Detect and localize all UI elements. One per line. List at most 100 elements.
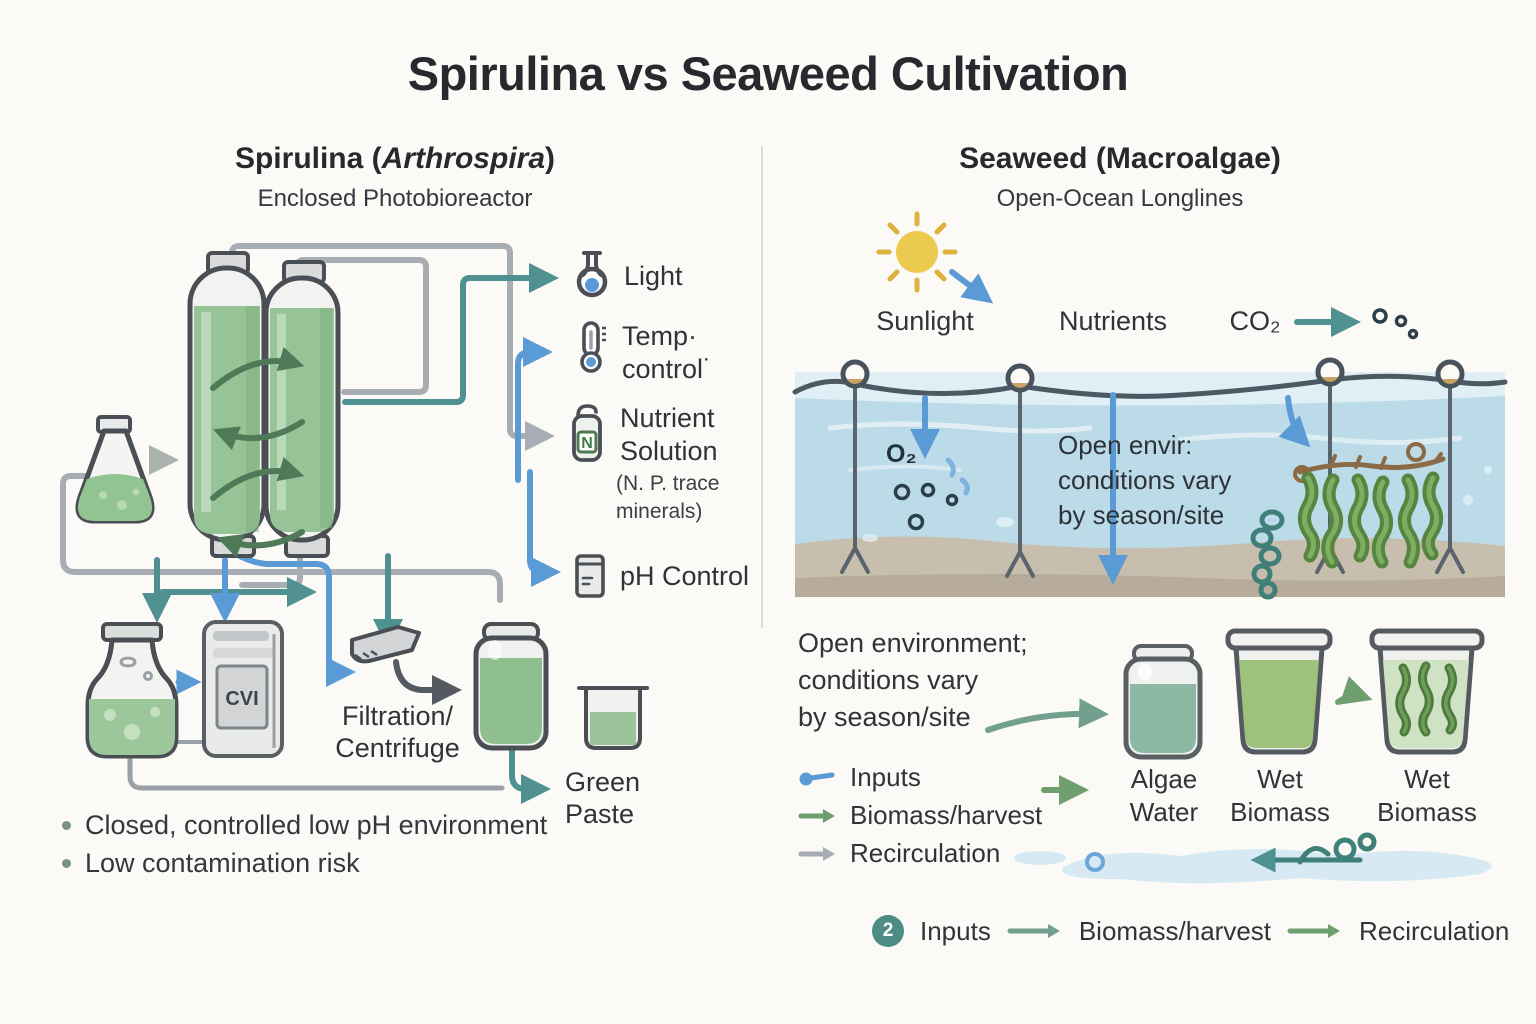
thermometer-icon (580, 321, 606, 373)
ph-label: pH Control (620, 560, 750, 591)
legend-recirculation-label: Recirculation (850, 838, 1001, 868)
temp-label-row: Temp· control˙ (574, 320, 712, 386)
wet-biomass-1-line1: Wet (1257, 764, 1303, 794)
photobioreactor-pipes (60, 243, 561, 804)
green-paste-line1: Green (565, 767, 641, 797)
seaweed-line (1250, 442, 1446, 600)
wet-biomass-2-line1: Wet (1404, 764, 1450, 794)
mixing-arrows (210, 346, 305, 558)
co2-label: CO₂ (1229, 306, 1281, 336)
flow-arrow-1-icon (1007, 924, 1060, 938)
o2-bubbles (893, 457, 970, 531)
flow-arrow-2-icon (1287, 924, 1341, 938)
filter-scraper (350, 625, 421, 664)
left-panel-heading: Spirulina (Arthrospira) (130, 142, 660, 176)
temp-label-line1: Temp· (622, 321, 698, 351)
sunlight-label: Sunlight (876, 306, 974, 336)
o2-label: O₂ (886, 440, 917, 468)
harvest-jar (473, 622, 549, 751)
harvest-flow (985, 676, 1373, 805)
nutrient-label-line1: Nutrient (620, 403, 715, 433)
right-panel-subheading: Open-Ocean Longlines (996, 185, 1244, 212)
biomass-arrow-icon (798, 808, 835, 823)
page-title: Spirulina vs Seaweed Cultivation (407, 47, 1129, 100)
green-paste-label: Green Paste (565, 766, 640, 830)
water-note-line3: by season/site (1058, 500, 1225, 530)
light-label: Light (624, 260, 683, 291)
bullet-dot (62, 859, 71, 868)
water-note-line2: conditions vary (1058, 465, 1232, 495)
legend-inputs-label: Inputs (850, 762, 921, 792)
flow-step-badge: 2 (872, 915, 904, 947)
algae-water-jar (1123, 644, 1203, 760)
filtration-label: Filtration/ Centrifuge (315, 700, 480, 764)
filtration-label-line1: Filtration/ (341, 701, 454, 731)
temp-label: Temp· control˙ (622, 320, 712, 386)
reactor-column-2 (263, 260, 341, 558)
nutrient-bottle-icon: N (572, 404, 602, 462)
open-environment-note: Open environment; conditions vary by sea… (798, 625, 1028, 736)
panel-divider (761, 146, 763, 628)
env-note-line3: by season/site (798, 702, 971, 732)
harvest-bottle (85, 622, 179, 759)
flow-biomass-label: Biomass/harvest (1078, 915, 1272, 946)
legend-biomass-label: Biomass/harvest (850, 800, 1043, 830)
longline-structure (792, 357, 1508, 578)
ocean-arrows (910, 269, 1419, 585)
algae-water-line2: Water (1129, 797, 1199, 827)
flow-recirculation-label: Recirculation (1359, 915, 1510, 946)
ph-label-row: pH Control (572, 552, 749, 600)
env-note-line2: conditions vary (798, 665, 979, 695)
flow-inputs-label: Inputs (920, 915, 991, 946)
recirculation-puddle (1014, 832, 1492, 884)
light-flask-icon (576, 251, 608, 298)
nutrient-label-row: N Nutrient Solution (566, 402, 718, 468)
left-bullet-1-text: Closed, controlled low pH environment (85, 810, 548, 840)
left-heading-prefix: Spirulina ( (234, 142, 382, 175)
light-label-row: Light (572, 250, 683, 302)
seaweed-strands (1298, 471, 1443, 569)
seed-flask (75, 415, 155, 524)
left-bullet-1: Closed, controlled low pH environment (62, 810, 547, 841)
bullet-dot (62, 821, 71, 830)
wet-biomass-2-line2: Biomass (1377, 797, 1477, 827)
cvi-machine (202, 620, 284, 758)
sample-beaker (577, 686, 649, 750)
buoys (840, 357, 1465, 393)
inputs-icon (799, 772, 835, 785)
legend-inputs-row: Inputs (798, 762, 921, 793)
nutrient-note-line2: minerals) (616, 500, 703, 523)
spiral-chain (1250, 509, 1285, 600)
ph-container-icon (575, 554, 605, 598)
nutrient-icon-letter: N (581, 435, 593, 452)
bottom-flow-legend: 2 Inputs Biomass/harvest Recirculation (872, 915, 1509, 947)
algae-water-label: Algae Water (1118, 763, 1210, 829)
left-panel-subheading: Enclosed Photobioreactor (257, 185, 533, 212)
cvi-machine-label: CVI (225, 688, 259, 710)
temp-label-line2: control˙ (622, 354, 713, 384)
reactor-column-1 (187, 251, 267, 558)
water-note: Open envir: conditions vary by season/si… (1058, 428, 1231, 533)
water-note-line1: Open envir: (1058, 430, 1193, 460)
wet-biomass-cup-2 (1369, 628, 1485, 755)
left-bullet-2-text: Low contamination risk (85, 848, 360, 878)
left-heading-suffix: ) (545, 142, 556, 175)
wet-biomass-1-line2: Biomass (1230, 797, 1330, 827)
nutrient-label-line2: Solution (620, 436, 718, 466)
left-heading-species: Arthrospira (381, 142, 546, 175)
wet-biomass-cup-1 (1225, 628, 1333, 755)
nutrient-note: (N. P. trace minerals) (616, 470, 719, 526)
wet-biomass-2-label: Wet Biomass (1368, 763, 1486, 829)
green-paste-line2: Paste (565, 799, 635, 829)
right-panel-heading: Seaweed (Macroalgae) (959, 142, 1281, 175)
nutrient-label: Nutrient Solution (620, 402, 718, 468)
env-note-line1: Open environment; (798, 628, 1028, 658)
left-bullet-2: Low contamination risk (62, 848, 360, 879)
legend-biomass-row: Biomass/harvest (798, 800, 1042, 831)
nutrients-label: Nutrients (1058, 306, 1168, 336)
recirculation-arrow-icon (798, 846, 835, 861)
legend-recirculation-row: Recirculation (798, 838, 1000, 869)
filtration-label-line2: Centrifuge (335, 733, 460, 763)
